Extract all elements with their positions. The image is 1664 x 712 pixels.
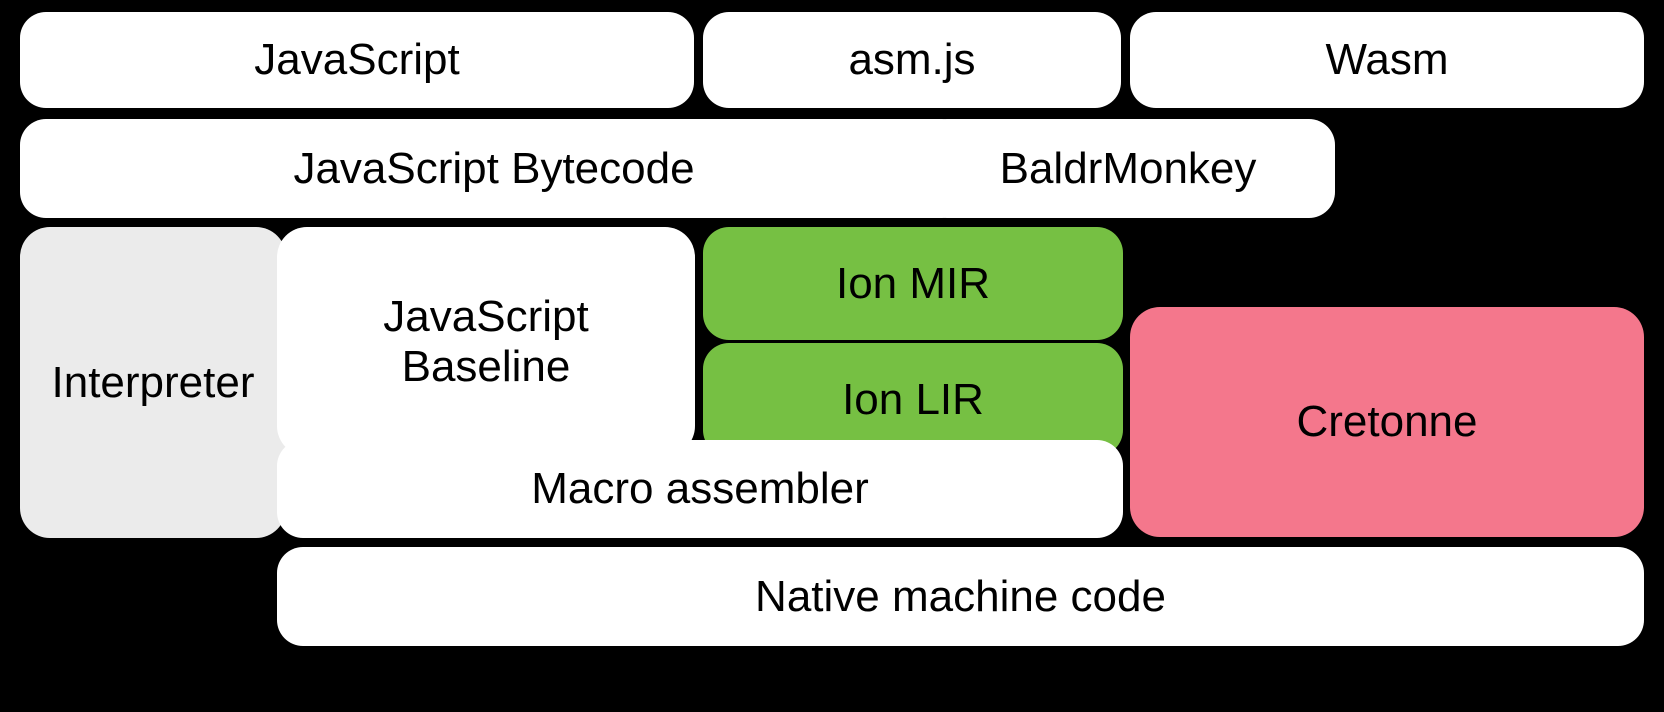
box-javascript[interactable]: JavaScript (20, 12, 694, 108)
box-javascript-baseline[interactable]: JavaScript Baseline (277, 227, 695, 456)
box-ion-lir[interactable]: Ion LIR (703, 343, 1123, 456)
box-wasm[interactable]: Wasm (1130, 12, 1644, 108)
box-baldrmonkey[interactable]: BaldrMonkey (921, 119, 1335, 218)
box-asmjs[interactable]: asm.js (703, 12, 1121, 108)
box-interpreter[interactable]: Interpreter (20, 227, 286, 538)
box-native-machine-code[interactable]: Native machine code (277, 547, 1644, 646)
box-javascript-bytecode[interactable]: JavaScript Bytecode (20, 119, 968, 218)
box-macro-assembler[interactable]: Macro assembler (277, 440, 1123, 538)
box-ion-mir[interactable]: Ion MIR (703, 227, 1123, 340)
box-cretonne[interactable]: Cretonne (1130, 307, 1644, 537)
